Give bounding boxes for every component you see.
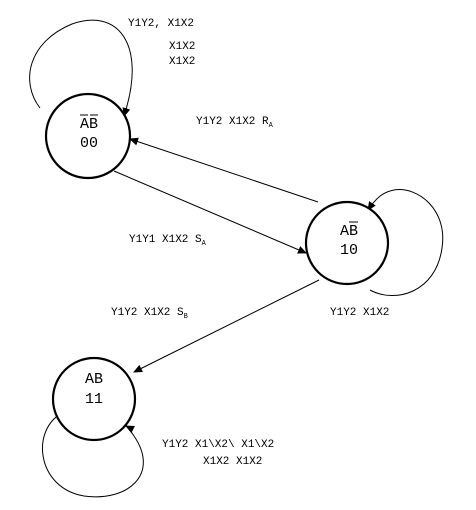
state-11-code: 11 [85,391,103,408]
transition-10-00-label-sub: A [269,122,274,130]
loop-11-label-line2: X1X2 X1X2 [203,456,262,468]
self-loop-11 [42,411,144,498]
state-10: AB 10 [304,200,390,286]
loop-00-label-line3: X1X2 [169,56,195,68]
state-00-code: 00 [80,135,98,152]
transition-00-to-10 [113,170,307,254]
state-11-circle [51,356,137,442]
state-11: AB 11 [51,356,137,442]
state-10-circle [304,200,390,286]
loop-11-label-line1: Y1Y2 X1\X2\ X1\X2 [162,439,274,451]
self-loop-00 [29,19,133,117]
loop-10-label: Y1Y2 X1X2 [330,307,389,319]
transition-10-11-label-sub: B [184,313,188,321]
state-11-name: AB [85,371,103,388]
state-10-code: 10 [340,242,358,259]
loop-00-label-line1: Y1Y2, X1X2 [128,18,194,30]
transition-10-11-label-text: Y1Y2 X1X2 S [111,307,184,319]
transition-00-10-label-text: Y1Y1 X1X2 S [129,234,202,246]
transition-10-to-11 [133,279,320,373]
state-00-name: AB [80,116,98,133]
transition-10-11-label: Y1Y2 X1X2 SB [111,307,188,321]
transition-10-00-label: Y1Y2 X1X2 RA [196,116,274,130]
state-00-circle [44,92,132,180]
self-loop-10 [367,189,444,297]
state-10-name: AB [340,223,358,240]
transition-10-to-00 [129,137,319,203]
transition-00-10-label-sub: A [202,240,207,248]
state-00: AB 00 [44,92,132,180]
loop-00-label-line2: X1X2 [169,41,195,53]
transition-00-10-label: Y1Y1 X1X2 SA [129,234,207,248]
transition-10-00-label-text: Y1Y2 X1X2 R [196,116,269,128]
